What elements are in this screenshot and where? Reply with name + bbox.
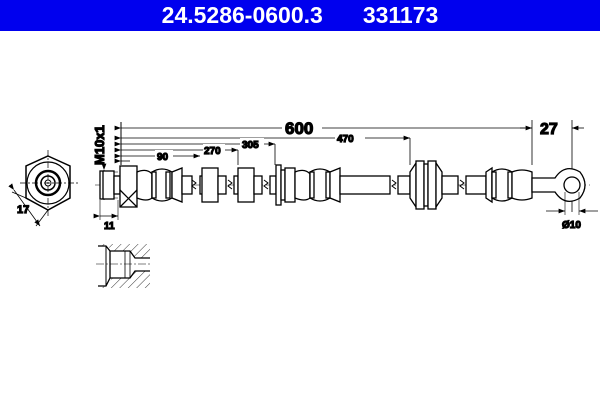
eye-diameter-label: Ø10	[562, 220, 581, 231]
reference-number: 331173	[362, 2, 439, 28]
dim-270-label: 270	[204, 146, 221, 157]
thread-label: M10x1	[92, 125, 107, 165]
fitting-length-label: 11	[104, 221, 115, 232]
wrench-size-label: 17	[17, 204, 29, 216]
end-view: 17	[8, 150, 78, 227]
dim-90-label: 90	[157, 152, 169, 163]
hose-body	[99, 160, 586, 210]
port-section-view	[96, 244, 152, 288]
part-number: 24.5286-0600.3	[161, 2, 323, 28]
title-bar: 24.5286-0600.3 331173	[0, 0, 600, 31]
dim-305-label: 305	[242, 140, 259, 151]
total-length-label: 600	[285, 119, 313, 138]
dim-470-label: 470	[337, 134, 354, 145]
eye-offset-label: 27	[540, 121, 558, 138]
